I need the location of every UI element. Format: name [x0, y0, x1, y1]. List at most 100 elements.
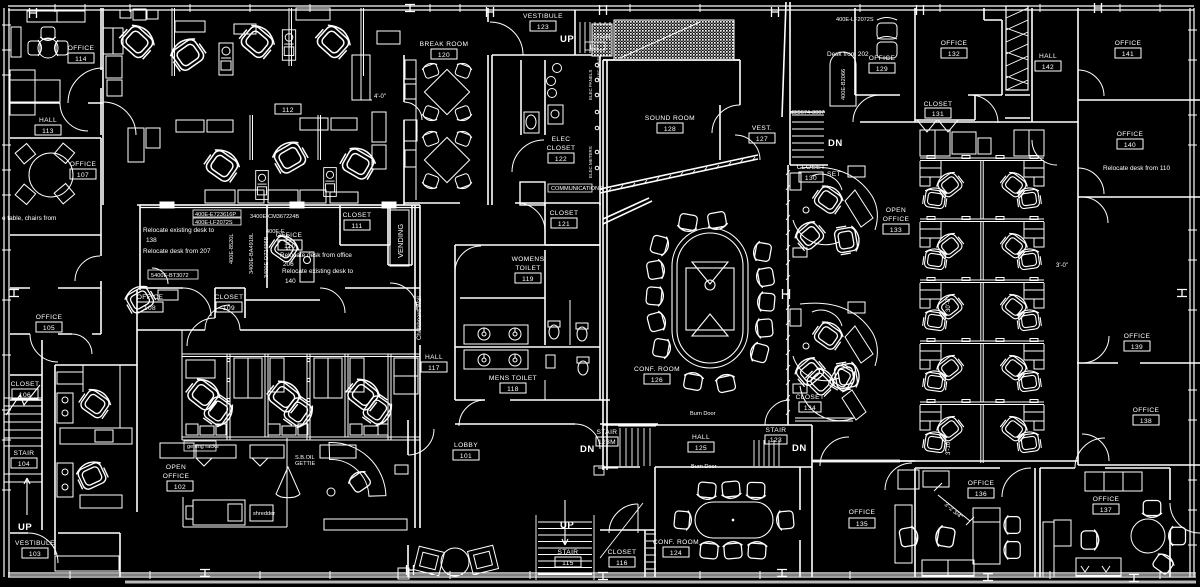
svg-text:STAIR: STAIR: [593, 35, 611, 41]
svg-text:142: 142: [1042, 64, 1054, 71]
svg-text:123: 123: [770, 437, 782, 444]
svg-text:Relocate existing desk to: Relocate existing desk to: [282, 268, 353, 275]
svg-text:VENDING: VENDING: [396, 224, 405, 258]
svg-text:131: 131: [589, 45, 600, 51]
svg-text:123: 123: [537, 24, 549, 31]
svg-text:124: 124: [670, 550, 682, 557]
svg-text:138: 138: [1140, 418, 1152, 425]
svg-text:117: 117: [428, 365, 440, 372]
svg-text:133: 133: [890, 227, 902, 234]
svg-text:400E-LF2072S: 400E-LF2072S: [195, 220, 233, 226]
svg-text:OFFICE: OFFICE: [68, 45, 95, 52]
svg-text:107: 107: [77, 172, 89, 179]
svg-text:CLOSET: CLOSET: [550, 210, 579, 217]
svg-text:Burn Door: Burn Door: [690, 411, 716, 417]
svg-text:3400E-BA4918L: 3400E-BA4918L: [249, 233, 255, 274]
svg-text:ELEC: ELEC: [552, 136, 571, 143]
svg-text:129: 129: [876, 66, 888, 73]
svg-text:116: 116: [616, 560, 628, 567]
svg-text:VESTIBULE: VESTIBULE: [15, 540, 55, 547]
svg-text:126: 126: [651, 377, 663, 384]
svg-text:Burn Door: Burn Door: [691, 464, 717, 470]
svg-text:HALL: HALL: [425, 354, 443, 361]
svg-text:HALL: HALL: [39, 117, 57, 124]
svg-text:OFFICE: OFFICE: [70, 161, 97, 168]
svg-text:108: 108: [144, 305, 156, 312]
svg-text:STAIR: STAIR: [766, 427, 787, 434]
svg-text:LOBBY: LOBBY: [454, 442, 478, 449]
svg-text:400E-E723616P: 400E-E723616P: [195, 212, 236, 218]
svg-text:OFFICE: OFFICE: [1133, 407, 1160, 414]
svg-text:125: 125: [695, 445, 707, 452]
svg-text:UP: UP: [560, 34, 574, 45]
svg-text:140: 140: [1124, 142, 1136, 149]
svg-text:102: 102: [174, 484, 186, 491]
svg-text:104: 104: [18, 461, 30, 468]
svg-text:Desk from 202: Desk from 202: [827, 51, 869, 58]
svg-text:135: 135: [856, 521, 868, 528]
svg-text:109: 109: [223, 305, 235, 312]
svg-text:SET: SET: [827, 171, 841, 178]
svg-text:400E-LF2072S: 400E-LF2072S: [836, 17, 874, 23]
svg-text:120: 120: [438, 52, 450, 59]
svg-text:136: 136: [975, 491, 987, 498]
svg-text:OFFICE: OFFICE: [1124, 333, 1151, 340]
svg-text:OFFICE: OFFICE: [36, 314, 63, 321]
svg-text:138: 138: [146, 237, 157, 244]
svg-text:400E-8520L: 400E-8520L: [229, 234, 235, 264]
svg-text:134: 134: [804, 405, 816, 412]
svg-text:GETTIE: GETTIE: [295, 461, 315, 467]
svg-text:111: 111: [351, 223, 362, 230]
svg-text:OFFICE: OFFICE: [1115, 40, 1142, 47]
svg-text:119: 119: [522, 276, 534, 283]
svg-text:CLOSET: CLOSET: [547, 145, 576, 152]
svg-text:115: 115: [562, 560, 574, 567]
svg-text:UP: UP: [560, 520, 574, 531]
svg-text:STAIR: STAIR: [558, 549, 579, 556]
svg-text:STOR: STOR: [286, 235, 292, 250]
svg-text:CLOSET: CLOSET: [796, 394, 825, 401]
svg-text:DN: DN: [580, 444, 595, 455]
svg-text:400E-F: 400E-F: [266, 229, 285, 235]
svg-text:206: 206: [283, 261, 294, 268]
svg-text:3'-0": 3'-0": [1056, 263, 1068, 269]
svg-text:106: 106: [19, 392, 31, 399]
svg-text:139: 139: [1131, 344, 1143, 351]
svg-text:WOMENS: WOMENS: [512, 256, 545, 263]
svg-text:101: 101: [460, 453, 472, 460]
svg-text:118: 118: [507, 386, 519, 393]
svg-text:3400E-CM367224B: 3400E-CM367224B: [250, 214, 299, 220]
svg-text:OPEN: OPEN: [166, 464, 186, 471]
svg-text:30'-0": 30'-0": [946, 297, 952, 312]
svg-text:OFFICE: OFFICE: [1093, 496, 1120, 503]
svg-text:DN: DN: [792, 443, 807, 454]
svg-text:105: 105: [43, 325, 55, 332]
svg-text:STAIR: STAIR: [597, 429, 618, 436]
svg-text:Relocate desk from 110: Relocate desk from 110: [1103, 165, 1170, 172]
svg-text:OFFICE: OFFICE: [968, 480, 995, 487]
svg-text:Relocate desk from 207: Relocate desk from 207: [143, 248, 211, 255]
svg-text:e table, chairs from: e table, chairs from: [2, 215, 56, 222]
svg-text:132: 132: [948, 51, 960, 58]
svg-text:OFFICE: OFFICE: [941, 40, 968, 47]
svg-text:123M: 123M: [598, 439, 616, 446]
svg-text:131: 131: [932, 111, 944, 118]
svg-text:OFFICE: OFFICE: [163, 473, 190, 480]
svg-text:Chalkboard Wall: Chalkboard Wall: [417, 296, 423, 340]
svg-text:137: 137: [1100, 507, 1112, 514]
svg-text:MENS TOILET: MENS TOILET: [489, 375, 537, 382]
svg-text:ELEC METERS: ELEC METERS: [588, 146, 593, 178]
svg-text:Relocate existing desk to: Relocate existing desk to: [143, 227, 214, 234]
svg-text:STAIR: STAIR: [14, 450, 35, 457]
svg-text:HALL: HALL: [692, 434, 710, 441]
svg-text:5400E-BT3072: 5400E-BT3072: [151, 273, 189, 279]
svg-text:114: 114: [75, 56, 87, 63]
svg-text:SOUND ROOM: SOUND ROOM: [645, 115, 695, 122]
svg-text:110: 110: [284, 243, 296, 250]
svg-text:141: 141: [1122, 51, 1134, 58]
svg-text:128: 128: [664, 126, 676, 133]
svg-text:CLOSET: CLOSET: [215, 294, 244, 301]
svg-text:BREAK ROOM: BREAK ROOM: [420, 41, 469, 48]
svg-text:ELEC PANELS: ELEC PANELS: [588, 70, 593, 100]
svg-text:getting racks: getting racks: [187, 444, 219, 450]
